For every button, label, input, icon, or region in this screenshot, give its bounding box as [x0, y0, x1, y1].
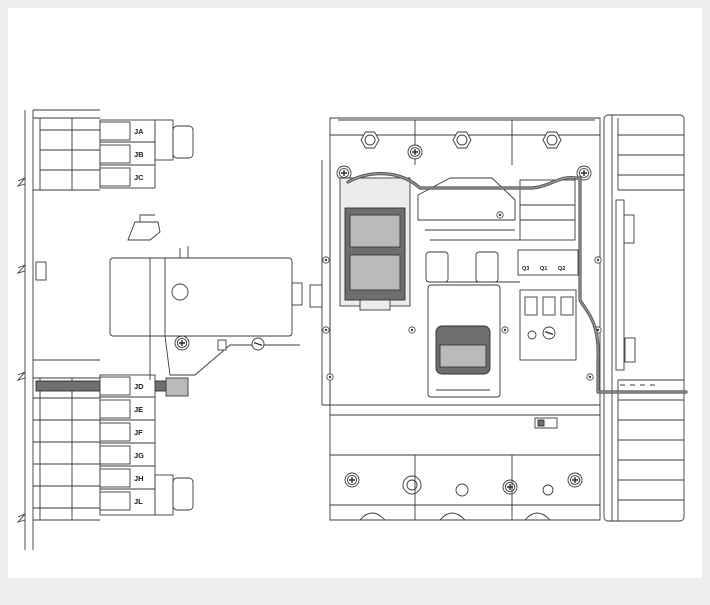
screw-dot-icon: [408, 326, 416, 334]
hex-nut-icon: [542, 131, 562, 149]
plus-screw-icon: [174, 335, 190, 351]
plus-screw-icon: [502, 479, 518, 495]
screw-dot-icon: [586, 373, 594, 381]
screw-dot-icon: [322, 256, 330, 264]
terminal-label-jf: JF: [134, 428, 143, 437]
screw-dot-icon: [594, 256, 602, 264]
auxiliary-contacts: Q3 Q1 Q2: [517, 179, 579, 361]
front-view-device: Q3 Q1 Q2: [309, 114, 688, 522]
hex-nut-icon: [360, 131, 380, 149]
contact-label-q2: Q2: [558, 266, 565, 272]
terminal-label-jh: JH: [134, 474, 144, 483]
screw-dot-icon: [501, 326, 509, 334]
screw-dot-icon: [496, 211, 504, 219]
terminal-label-jd: JD: [134, 382, 144, 391]
mounting-bracket: [109, 214, 303, 380]
terminal-block-bottom: JD JE JF JG JH JL: [99, 374, 194, 516]
terminal-label-jl: JL: [134, 497, 143, 506]
hex-nut-icon: [452, 131, 472, 149]
terminal-label-ja: JA: [134, 127, 144, 136]
terminal-label-jc: JC: [134, 173, 144, 182]
plus-screw-icon: [344, 472, 360, 488]
contact-label-q3: Q3: [522, 266, 529, 272]
terminal-label-jg: JG: [134, 451, 144, 460]
relay-coil: [339, 177, 411, 311]
screw-dot-icon: [322, 326, 330, 334]
terminal-label-je: JE: [134, 405, 143, 414]
screw-dot-icon: [326, 373, 334, 381]
plus-screw-icon: [407, 144, 423, 160]
slot-screw-icon: [542, 326, 556, 340]
plus-screw-icon: [567, 472, 583, 488]
terminal-block-top: JA JB JC: [99, 119, 194, 189]
slot-screw-icon: [251, 337, 265, 351]
terminal-label-jb: JB: [134, 150, 144, 159]
contact-label-q1: Q1: [540, 266, 547, 272]
